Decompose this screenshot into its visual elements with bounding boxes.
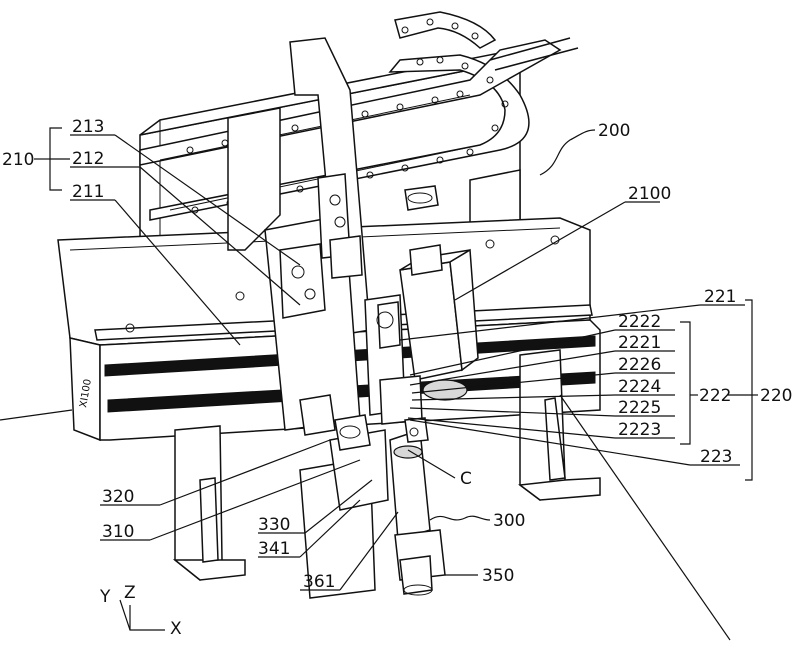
gripper-assembly xyxy=(300,395,445,598)
label-2226: 2226 xyxy=(618,355,661,375)
axis-z: Z xyxy=(124,583,136,603)
label-211: 211 xyxy=(72,182,104,202)
label-350: 350 xyxy=(482,566,514,586)
label-330: 330 xyxy=(258,515,290,535)
label-320: 320 xyxy=(102,487,134,507)
axis-y: Y xyxy=(99,587,111,607)
label-2225: 2225 xyxy=(618,398,661,418)
label-200: 200 xyxy=(598,121,630,141)
label-2222: 2222 xyxy=(618,312,661,332)
label-2224: 2224 xyxy=(618,377,661,397)
label-212: 212 xyxy=(72,149,104,169)
label-222: 222 xyxy=(699,386,731,406)
axis-indicator: Y Z X xyxy=(99,583,182,639)
label-341: 341 xyxy=(258,539,290,559)
label-C: C xyxy=(460,469,472,489)
label-220: 220 xyxy=(760,386,792,406)
label-300: 300 xyxy=(493,511,525,531)
label-223: 223 xyxy=(700,447,732,467)
label-2221: 2221 xyxy=(618,333,661,353)
label-310: 310 xyxy=(102,522,134,542)
label-221: 221 xyxy=(704,287,736,307)
label-213: 213 xyxy=(72,117,104,137)
label-2100: 2100 xyxy=(628,184,671,204)
label-2223: 2223 xyxy=(618,420,661,440)
axis-x: X xyxy=(170,619,182,639)
label-210: 210 xyxy=(2,150,34,170)
label-361: 361 xyxy=(303,572,335,592)
